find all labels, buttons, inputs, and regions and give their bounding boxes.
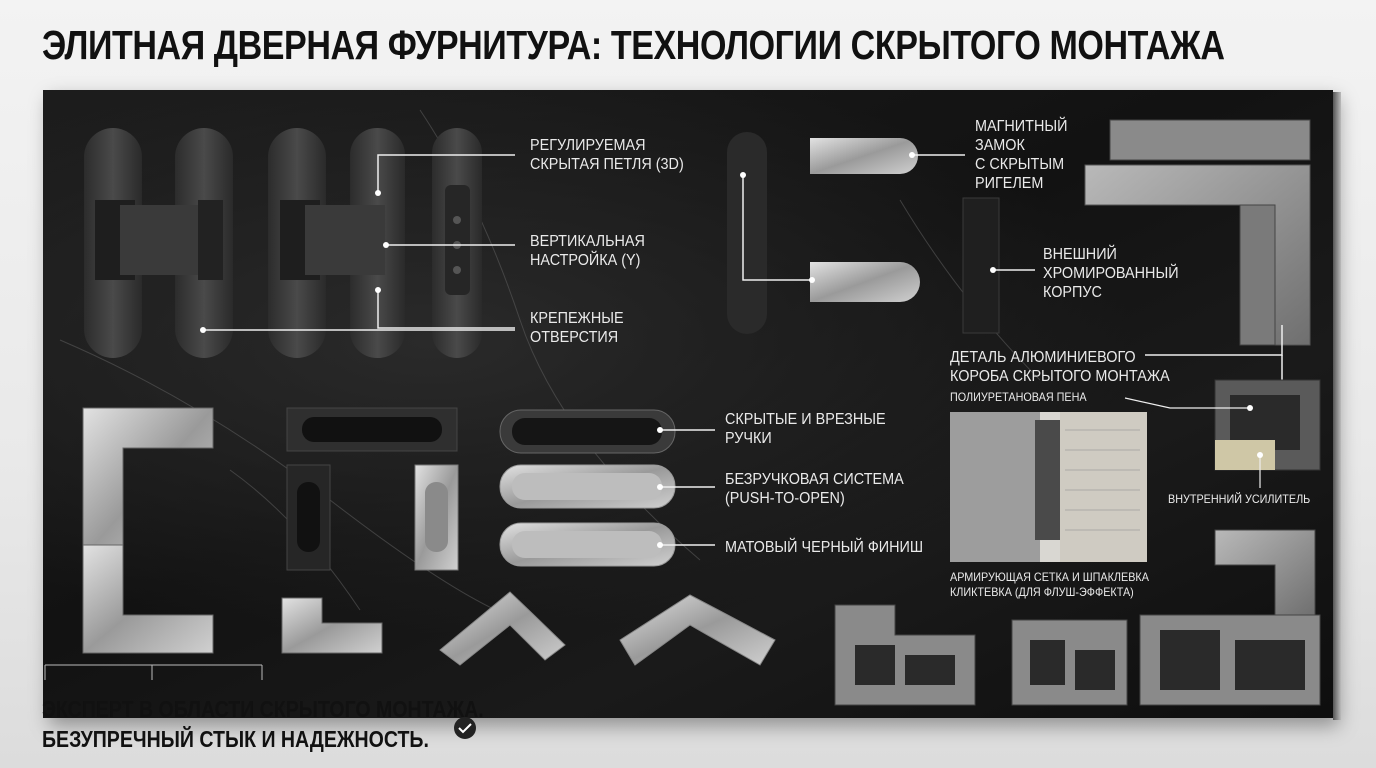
push-open-label: БЕЗРУЧКОВАЯ СИСТЕМА(PUSH-TO-OPEN)	[725, 471, 904, 507]
profile-section-2-icon	[1011, 619, 1128, 706]
scale-ruler	[44, 664, 263, 680]
recessed-handle-2-icon	[286, 464, 331, 571]
oval-handle-chrome-2-icon	[499, 522, 676, 567]
magnetic-lock-icon	[727, 132, 1000, 334]
corner-trim-1-icon	[439, 591, 566, 666]
foam-label: ПОЛИУРЕТАНОВАЯ ПЕНА	[950, 390, 1087, 404]
profile-section-1-icon	[834, 604, 976, 706]
recessed-handle-3-icon	[414, 464, 459, 571]
hinge-4-icon	[305, 128, 405, 358]
corner-trim-2-icon	[619, 594, 776, 666]
oval-handle-black-icon	[499, 409, 676, 454]
reinforcer-label: ВНУТРЕННИЙ УСИЛИТЕЛЬ	[1168, 492, 1311, 506]
board-edge	[1333, 92, 1341, 720]
frame-corner-1-icon	[82, 407, 214, 559]
wall-mesh-photo	[950, 412, 1147, 562]
frame-corner-2-icon	[82, 544, 214, 654]
section-detail-icon	[1214, 379, 1321, 471]
bottom-slogan: ЭКСПЕРТ В ОБЛАСТИ СКРЫТОГО МОНТАЖА.БЕЗУП…	[42, 696, 484, 752]
certified-badge-icon	[454, 717, 476, 739]
oval-handle-chrome-1-icon	[499, 464, 676, 509]
profile-section-3-icon	[1139, 529, 1321, 706]
frame-corner-3-icon	[281, 597, 383, 654]
hinge-2-icon	[120, 128, 233, 358]
aluminum-frame-profile-icon	[1084, 119, 1311, 346]
hinge-1-icon	[84, 128, 142, 358]
hinge-5-icon	[432, 128, 482, 358]
page-title: ЭЛИТНАЯ ДВЕРНАЯ ФУРНИТУРА: ТЕХНОЛОГИИ СК…	[42, 22, 1225, 68]
recessed-handle-1-icon	[286, 407, 458, 452]
matte-finish-label: МАТОВЫЙ ЧЕРНЫЙ ФИНИШ	[725, 539, 924, 556]
